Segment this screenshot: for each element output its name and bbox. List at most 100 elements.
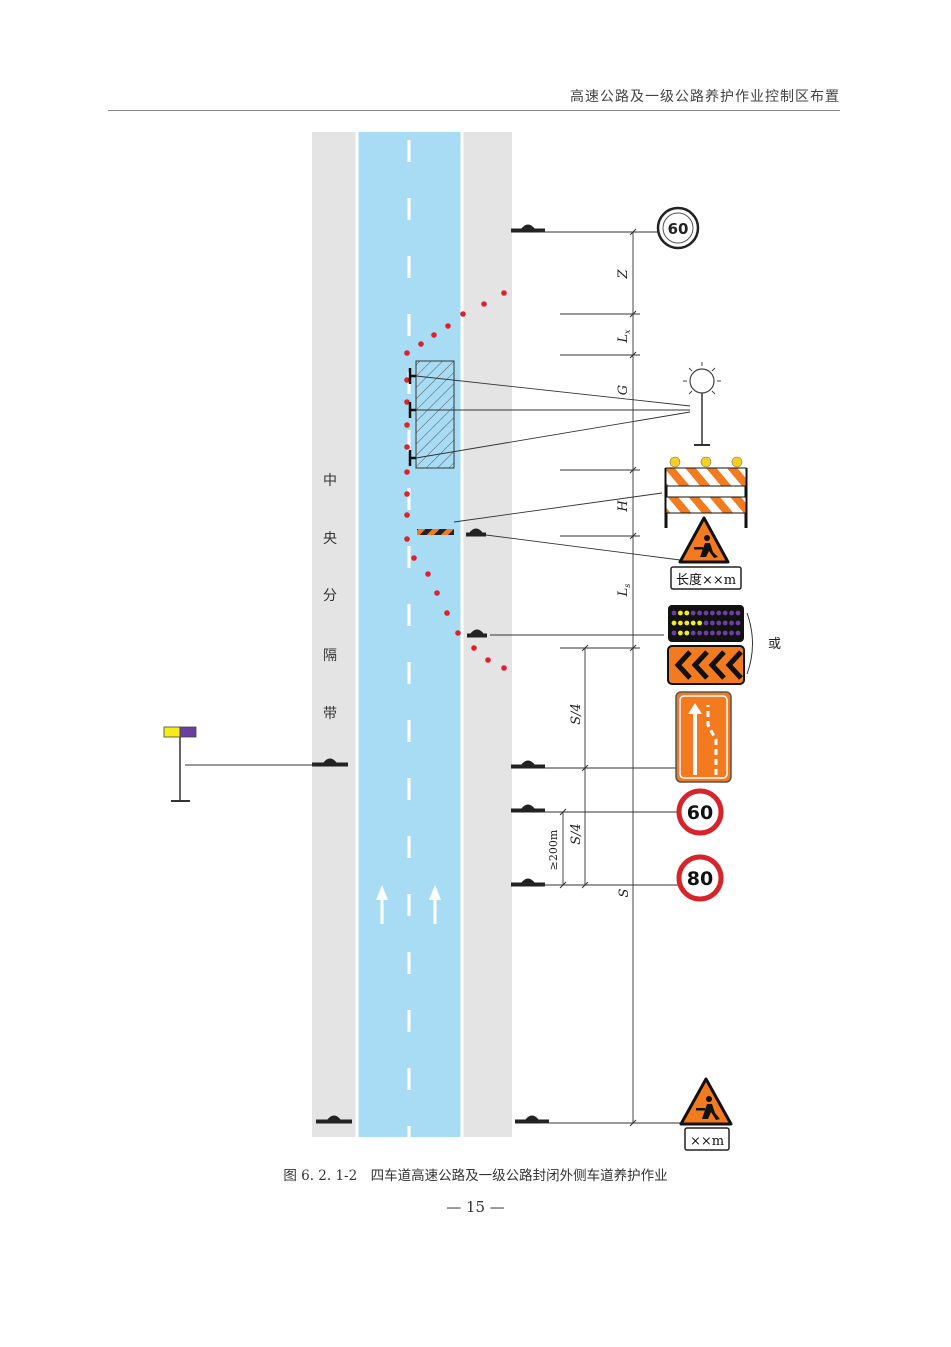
dimension-ticks: [559, 228, 637, 1127]
arrow-board-dot: [703, 610, 709, 616]
dimension-tick: [629, 228, 637, 236]
arrow-board-dot: [722, 610, 728, 616]
traffic-cone: [481, 301, 487, 307]
arrow-board-dot: [671, 630, 677, 636]
barrier-in-lane: [417, 529, 454, 535]
arrow-board-dot: [735, 620, 741, 626]
traffic-cone: [404, 422, 410, 428]
dimension-tick: [559, 808, 567, 816]
speed-value: 60: [668, 220, 689, 238]
arrow-board-dot: [703, 620, 709, 626]
sign-post-marker: [511, 878, 545, 887]
arrow-board-dot: [684, 620, 690, 626]
traffic-cone: [431, 332, 437, 338]
length-plate-text: 长度××m: [676, 572, 736, 588]
dimension-tick: [581, 764, 589, 772]
work-zone: [415, 360, 455, 469]
lane-arrow-left: [376, 885, 388, 924]
arrow-board-dot: [729, 620, 734, 626]
speed-value: 80: [687, 868, 713, 890]
dimension-lines: [562, 232, 634, 1123]
median-label-char: 隔: [323, 648, 337, 664]
arrow-board-dot: [684, 630, 690, 636]
speed-limit-sign-top: 60: [656, 206, 700, 250]
dimension-tick: [629, 466, 637, 474]
sign-post-marker: [312, 758, 348, 767]
arrow-board-dot: [716, 630, 722, 636]
lane-merge-sign: [675, 691, 732, 783]
arrow-board-dot: [710, 610, 715, 616]
leader-lines: [185, 231, 691, 1124]
dimension-tick: [629, 644, 637, 652]
dimension-tick: [581, 644, 589, 652]
lane-arrow-right: [429, 885, 441, 924]
traffic-cone: [418, 341, 424, 347]
traffic-cone: [445, 323, 451, 329]
sign-post-marker: [511, 760, 545, 769]
median-label-char: 分: [323, 588, 337, 604]
arrow-board-dot: [716, 610, 722, 616]
arrow-board-dot: [671, 610, 677, 616]
arrow-board-dot: [697, 630, 702, 636]
traffic-cone: [434, 590, 440, 596]
median-label-char: 带: [323, 706, 337, 722]
arrow-board-dot: [710, 620, 715, 626]
figure-caption: 图 6. 2. 1-2 四车道高速公路及一级公路封闭外侧车道养护作业: [283, 1168, 668, 1184]
arrow-board-dot: [690, 610, 696, 616]
lane-area: [357, 132, 462, 1137]
arrow-board-dot: [729, 630, 734, 636]
dimension-tick: [629, 532, 637, 540]
median-flag-sign: [163, 726, 197, 802]
traffic-cone: [404, 399, 410, 405]
speed-value: 60: [687, 802, 713, 824]
warning-light-icon: [683, 362, 721, 446]
dim-g-label: G: [616, 385, 631, 395]
traffic-cone: [425, 571, 431, 577]
sign-post-markers: [312, 224, 549, 1124]
or-label: 或: [768, 637, 781, 652]
median-label-char: 中: [323, 473, 337, 489]
or-bracket: [746, 612, 753, 675]
arrow-board: [668, 605, 744, 642]
arrow-board-dot: [678, 630, 683, 636]
dimension-labels: Z Lx G H Ls S/4 S/4 S ≥200m: [547, 269, 632, 898]
median-strip: [312, 132, 357, 1137]
traffic-cone: [404, 491, 410, 497]
arrow-board-dot: [729, 610, 734, 616]
dimension-tick: [629, 310, 637, 318]
traffic-cone: [404, 469, 410, 475]
dimension-tick: [581, 881, 589, 889]
distance-plate-text: ××m: [690, 1134, 724, 1149]
page-number: — 15 —: [446, 1198, 505, 1216]
arrow-board-dot: [722, 620, 728, 626]
arrow-board-dot: [697, 620, 702, 626]
dim-lx-label: Lx: [616, 329, 632, 344]
traffic-cone: [404, 350, 410, 356]
dimension-tick: [629, 351, 637, 359]
dimension-tick: [559, 881, 567, 889]
dim-min-distance-label: ≥200m: [547, 829, 560, 870]
traffic-cone: [460, 311, 466, 317]
road: [312, 132, 512, 1148]
dim-s-label: S: [617, 888, 632, 897]
dimension-tick: [629, 1119, 637, 1127]
arrow-board-dot: [690, 630, 696, 636]
traffic-cone: [444, 610, 450, 616]
dim-ls-label: Ls: [616, 584, 632, 598]
median-label: 中 央 分 隔 带: [323, 473, 337, 722]
traffic-cone: [501, 665, 507, 671]
traffic-cone: [404, 444, 410, 450]
traffic-cone: [404, 536, 410, 542]
traffic-cone: [501, 290, 507, 296]
traffic-cone: [455, 630, 461, 636]
dim-z-label: Z: [616, 269, 631, 280]
arrow-board-dot: [678, 610, 683, 616]
sign-post-marker: [511, 804, 545, 813]
arrow-board-dot: [716, 620, 722, 626]
traffic-cone: [485, 657, 491, 663]
sign-post-marker: [515, 1115, 549, 1124]
arrow-board-dot: [697, 610, 702, 616]
traffic-cone: [404, 512, 410, 518]
dim-s4-label-1: S/4: [569, 703, 584, 725]
